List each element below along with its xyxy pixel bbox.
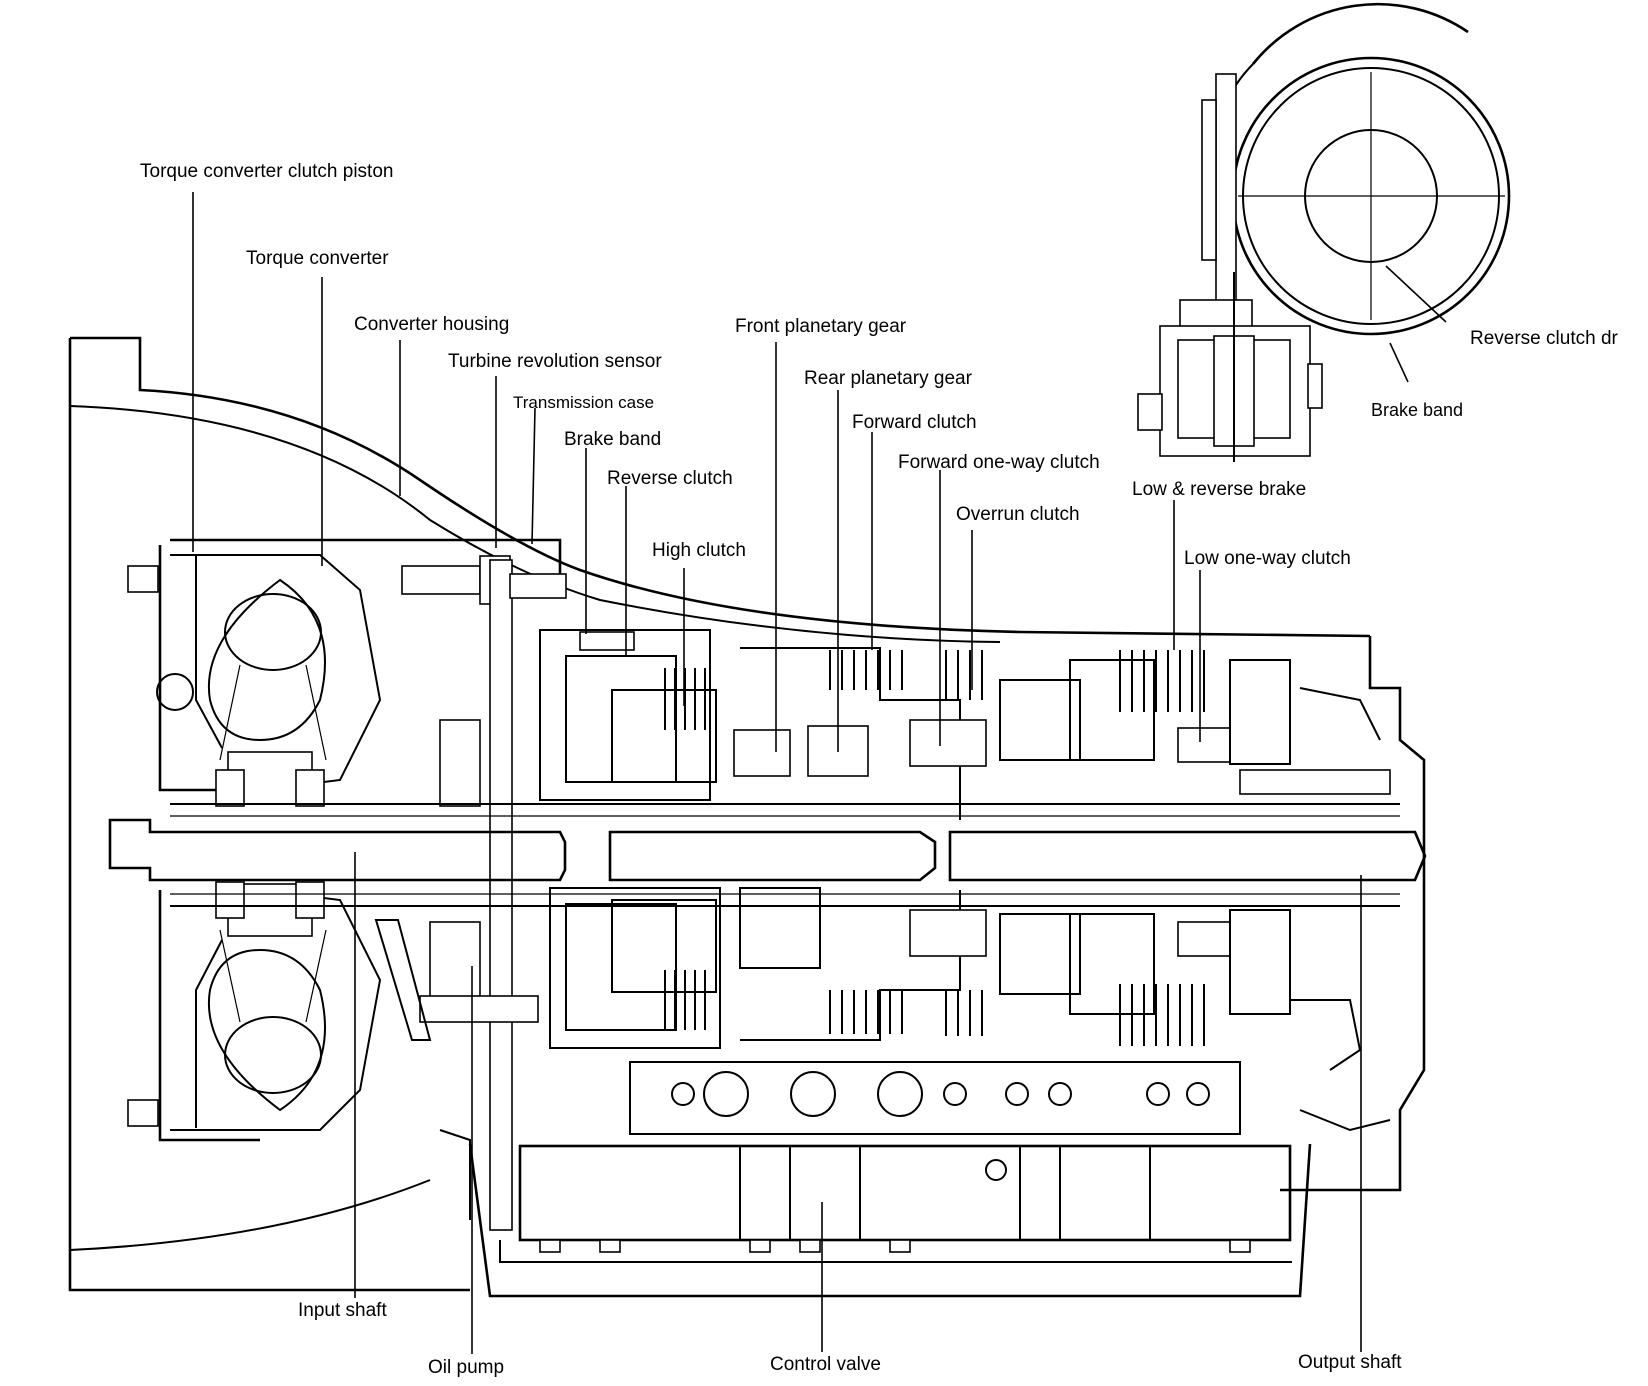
callout-labels: Torque converter clutch piston Torque co… [140, 161, 1619, 1378]
clutch-piston-upper [195, 556, 223, 749]
torque-converter-cover-lower [158, 890, 260, 1142]
label-converter-housing: Converter housing [354, 314, 509, 335]
reverse-clutch-drum-upper [565, 655, 677, 783]
intermediate-shaft [608, 830, 937, 882]
label-forward-clutch: Forward clutch [852, 412, 977, 433]
control-valve-body [518, 1144, 1292, 1242]
label-high-clutch: High clutch [652, 540, 746, 561]
control-valve-assembly [468, 1061, 1312, 1298]
label-turbine-revolution-sensor: Turbine revolution sensor [448, 351, 662, 372]
low-one-way-clutch-upper [1177, 727, 1231, 763]
label-overrun-clutch: Overrun clutch [956, 504, 1080, 525]
oil-pump-assembly [374, 555, 567, 1231]
label-rear-planetary-gear: Rear planetary gear [804, 368, 973, 389]
forward-one-way-clutch-upper [909, 719, 987, 767]
transmission-housing [68, 336, 1426, 1292]
label-output-shaft: Output shaft [1298, 1352, 1402, 1373]
label-brake-band-inset: Brake band [1371, 400, 1463, 420]
label-transmission-case: Transmission case [513, 393, 654, 412]
gear-train-upper [539, 629, 1391, 820]
label-low-one-way-clutch: Low one-way clutch [1184, 548, 1351, 569]
front-planetary-gear-upper [733, 729, 791, 777]
leader-lines [192, 192, 1362, 1354]
label-front-planetary-gear: Front planetary gear [735, 316, 907, 337]
brake-band-main [579, 631, 635, 651]
overrun-clutch-upper [999, 679, 1081, 761]
label-forward-one-way-clutch: Forward one-way clutch [898, 452, 1100, 473]
leader-transmission-case [531, 407, 536, 545]
gear-train-lower [549, 887, 1362, 1071]
torque-converter-assembly [127, 545, 382, 1142]
label-torque-converter: Torque converter [246, 248, 389, 269]
label-low-reverse-brake: Low & reverse brake [1132, 479, 1306, 500]
label-reverse-clutch: Reverse clutch [607, 468, 733, 489]
turbine-lobe-upper [207, 578, 326, 742]
label-torque-converter-clutch-piston: Torque converter clutch piston [140, 161, 393, 182]
input-shaft [108, 818, 567, 882]
brake-band-inset-arc [1251, 2, 1469, 65]
label-reverse-clutch-drum: Reverse clutch dr [1470, 328, 1619, 349]
oil-pan [468, 1143, 1312, 1298]
shaft-line [108, 803, 1427, 907]
valve-body-ports [629, 1061, 1241, 1135]
output-shaft [948, 830, 1427, 882]
label-control-valve: Control valve [770, 1354, 881, 1375]
label-input-shaft: Input shaft [298, 1300, 387, 1321]
inset-brake-band-detail [1137, 2, 1511, 462]
label-brake-band: Brake band [564, 429, 661, 450]
label-oil-pump: Oil pump [428, 1357, 504, 1378]
converter-housing-upper-outline [70, 336, 1371, 638]
